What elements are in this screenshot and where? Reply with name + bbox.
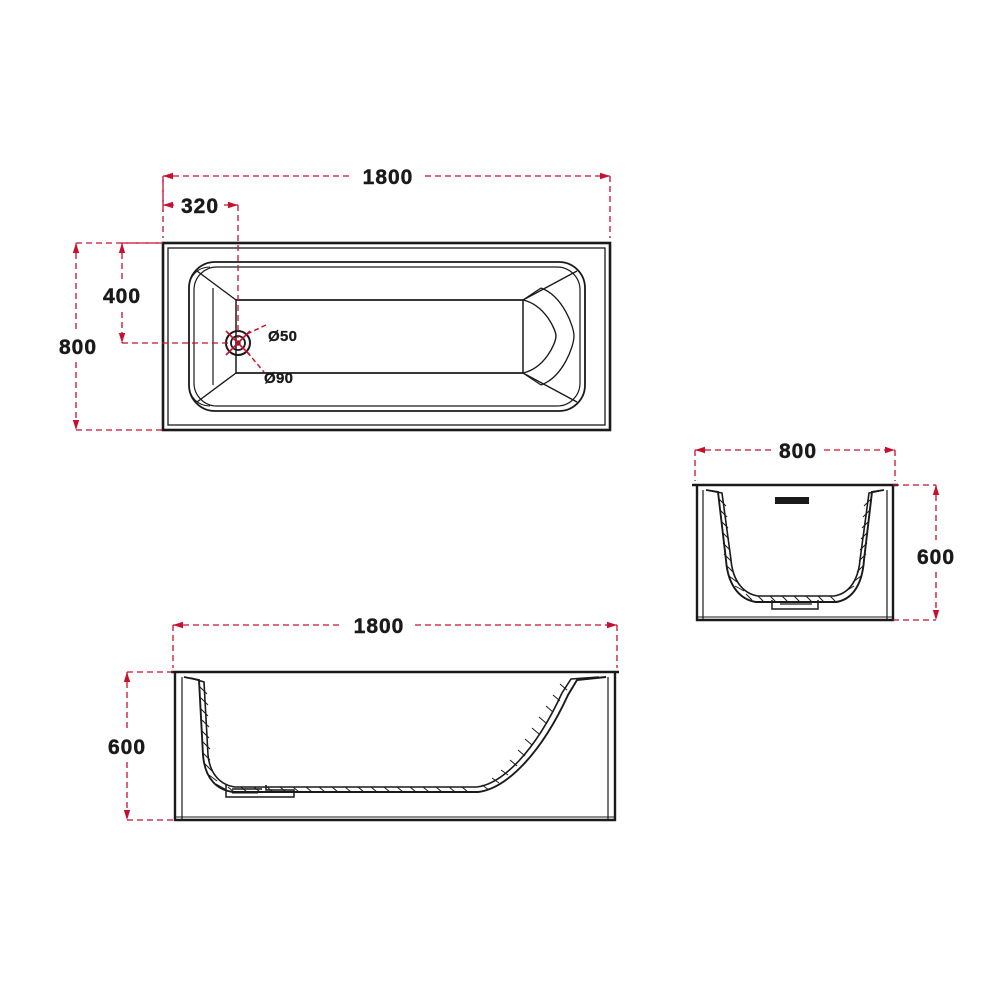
arrow-600e-top	[932, 485, 940, 495]
dim-label-front-height: 600	[108, 736, 146, 759]
end-basin-inner-wall	[711, 490, 880, 597]
arrow-800p-top	[72, 243, 80, 253]
drain-crossmark-b	[225, 330, 251, 356]
plan-rim-inner-edge-2	[193, 266, 581, 407]
arrow-400-top	[118, 243, 126, 253]
dim-front-length-1800: 1800	[172, 615, 618, 668]
dim-label-end-height: 600	[917, 546, 955, 569]
leader-d50	[246, 324, 267, 335]
end-view: 800 600	[692, 440, 955, 622]
dim-label-plan-width: 800	[59, 336, 97, 359]
dim-front-height-600: 600	[108, 671, 175, 821]
arrow-800e-right	[885, 446, 895, 454]
dim-plan-drain-center-400: 400	[103, 242, 232, 344]
front-view: 1800 600	[108, 615, 619, 822]
arrow-800p-bottom	[72, 420, 80, 430]
callout-d90-label: Ø90	[264, 370, 293, 387]
plan-chamfer-bottom-left	[196, 372, 237, 403]
dim-plan-length-1800: 1800	[162, 166, 611, 238]
plan-backrest-edge-top	[522, 287, 542, 301]
arrow-600f-bottom	[123, 810, 131, 820]
arrow-400-bottom	[118, 333, 126, 343]
front-basin-inner-wall	[190, 676, 600, 788]
end-outer-shell	[695, 485, 895, 622]
dim-end-width-800: 800	[694, 440, 896, 481]
overflow-slot	[775, 497, 809, 504]
arrow-600e-bottom	[932, 610, 940, 620]
front-outer-shell	[173, 672, 617, 822]
dim-label-end-width: 800	[779, 440, 817, 463]
arrow-320-right	[228, 201, 238, 209]
end-waste-fitting	[771, 600, 819, 610]
dim-label-plan-drain-offset: 320	[181, 195, 219, 218]
dim-label-plan-length: 1800	[363, 166, 414, 189]
dim-label-front-length: 1800	[354, 615, 405, 638]
arrow-1800f-right	[607, 621, 617, 629]
dim-plan-width-800: 800	[59, 242, 163, 431]
plan-backrest-curve-outer	[540, 287, 575, 386]
plan-fillet-bl	[188, 384, 211, 407]
arrow-320-left	[163, 201, 173, 209]
plan-fillet-tl	[188, 266, 211, 289]
plan-rim-inner-edge	[188, 261, 586, 412]
end-basin-outer-wall	[705, 489, 885, 603]
leader-d90	[246, 351, 265, 373]
plan-chamfer-bottom-right	[522, 372, 578, 403]
end-section-hatching	[718, 498, 872, 603]
plan-chamfer-top-left	[196, 270, 237, 301]
dim-plan-drain-offset-320: 320	[162, 180, 239, 338]
front-waste-fitting	[225, 785, 295, 798]
callout-d50-label: Ø50	[268, 328, 297, 345]
arrow-1800f-left	[173, 621, 183, 629]
arrow-1800-right	[600, 172, 610, 180]
dim-label-plan-drain-center: 400	[103, 285, 141, 308]
plan-backrest-curve-inner	[522, 299, 557, 374]
plan-backrest-edge-bottom	[522, 372, 542, 386]
plan-view: Ø50 Ø90 1800 320	[59, 166, 612, 432]
arrow-1800-left	[163, 172, 173, 180]
front-basin-outer-wall	[183, 676, 607, 793]
dim-end-height-600: 600	[893, 484, 955, 621]
plan-outer-rim	[161, 241, 612, 432]
arrow-600f-top	[123, 672, 131, 682]
arrow-800e-left	[695, 446, 705, 454]
plan-chamfer-top-right	[522, 270, 578, 301]
plan-outer-rim-inner-line	[167, 247, 606, 426]
